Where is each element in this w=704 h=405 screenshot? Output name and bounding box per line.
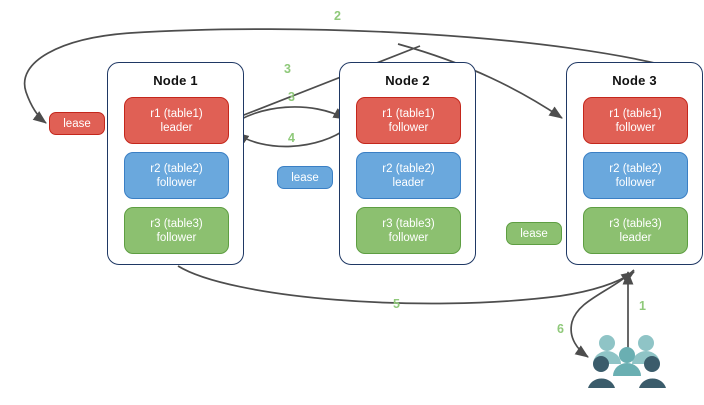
node-title: Node 2: [385, 73, 430, 88]
step-label-1: 1: [639, 299, 646, 313]
replica-r1[interactable]: r1 (table1) follower: [356, 97, 461, 144]
replica-name: r2 (table2): [609, 162, 662, 175]
replica-name: r3 (table3): [609, 217, 662, 230]
users-group-icon: [588, 335, 666, 388]
replica-r2[interactable]: r2 (table2) leader: [356, 152, 461, 199]
arrow-step-5: [177, 265, 635, 305]
replica-role: follower: [388, 121, 429, 134]
replica-r3[interactable]: r3 (table3) leader: [583, 207, 688, 254]
lease-chip-green[interactable]: lease: [506, 222, 562, 245]
replica-role: follower: [615, 121, 656, 134]
lease-chip-blue[interactable]: lease: [277, 166, 333, 189]
replica-r1[interactable]: r1 (table1) leader: [124, 97, 229, 144]
step-label-6: 6: [557, 322, 564, 336]
lease-label: lease: [63, 117, 91, 130]
node-card-1[interactable]: Node 1 r1 (table1) leader r2 (table2) fo…: [107, 62, 244, 265]
node-title: Node 3: [612, 73, 657, 88]
lease-label: lease: [520, 227, 548, 240]
replica-name: r3 (table3): [150, 217, 203, 230]
lease-label: lease: [291, 171, 319, 184]
node-title: Node 1: [153, 73, 198, 88]
replica-name: r3 (table3): [382, 217, 435, 230]
replica-name: r2 (table2): [150, 162, 203, 175]
node-card-2[interactable]: Node 2 r1 (table1) follower r2 (table2) …: [339, 62, 476, 265]
replica-role: follower: [156, 231, 197, 244]
lease-chip-red[interactable]: lease: [49, 112, 105, 135]
replica-name: r1 (table1): [150, 107, 203, 120]
arrow-step-3-arc: [228, 106, 347, 128]
step-label-5: 5: [393, 297, 400, 311]
step-label-3-lower: 3: [288, 90, 295, 104]
step-label-2: 2: [334, 9, 341, 23]
replica-role: leader: [160, 121, 193, 134]
replica-role: follower: [156, 176, 197, 189]
replica-role: leader: [619, 231, 652, 244]
replica-r2[interactable]: r2 (table2) follower: [124, 152, 229, 199]
replica-role: follower: [388, 231, 429, 244]
replica-role: follower: [615, 176, 656, 189]
replica-name: r1 (table1): [609, 107, 662, 120]
replica-r3[interactable]: r3 (table3) follower: [124, 207, 229, 254]
node-card-3[interactable]: Node 3 r1 (table1) follower r2 (table2) …: [566, 62, 703, 265]
step-label-3-upper: 3: [284, 62, 291, 76]
replica-r1[interactable]: r1 (table1) follower: [583, 97, 688, 144]
replica-r3[interactable]: r3 (table3) follower: [356, 207, 461, 254]
step-label-4: 4: [288, 131, 295, 145]
replica-name: r1 (table1): [382, 107, 435, 120]
replica-name: r2 (table2): [382, 162, 435, 175]
replica-role: leader: [392, 176, 425, 189]
replica-r2[interactable]: r2 (table2) follower: [583, 152, 688, 199]
